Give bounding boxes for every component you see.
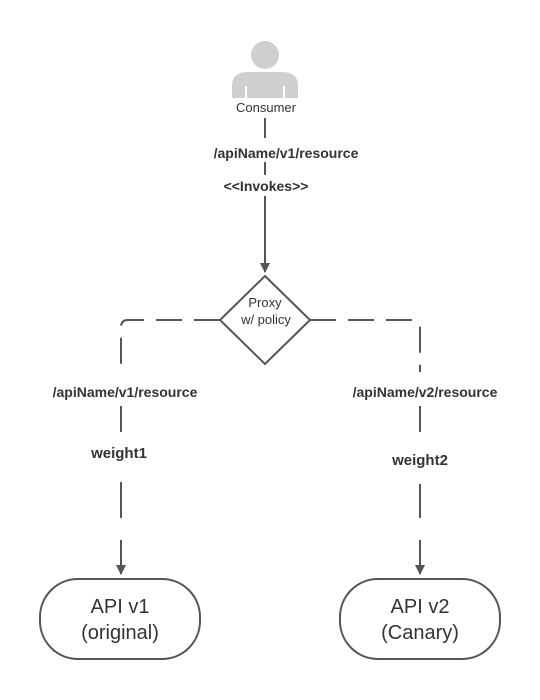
left-branch-edge-top xyxy=(120,319,220,372)
left-branch-path-label: /apiName/v1/resource xyxy=(53,384,198,400)
right-branch-edge-top xyxy=(310,319,421,372)
user-icon xyxy=(232,41,298,98)
top-edge-stereotype-label: <<Invokes>> xyxy=(224,178,309,194)
consumer-label: Consumer xyxy=(236,100,297,115)
right-branch-path-label: /apiName/v2/resource xyxy=(353,384,498,400)
top-edge-path-label: /apiName/v1/resource xyxy=(214,145,359,161)
proxy-diamond xyxy=(218,274,312,366)
api-v2-label-line1: API v2 xyxy=(391,596,450,618)
api-v2-label-line2: (Canary) xyxy=(381,622,459,644)
api-v1-label-line1: API v1 xyxy=(91,596,150,618)
api-v1-node xyxy=(39,578,201,660)
proxy-label-line1: Proxy xyxy=(248,295,282,310)
api-v2-node xyxy=(339,578,501,660)
proxy-label-line2: w/ policy xyxy=(240,312,291,327)
right-branch-weight-label: weight2 xyxy=(391,452,448,469)
left-branch-weight-label: weight1 xyxy=(90,445,147,462)
api-v1-label-line2: (original) xyxy=(81,622,159,644)
